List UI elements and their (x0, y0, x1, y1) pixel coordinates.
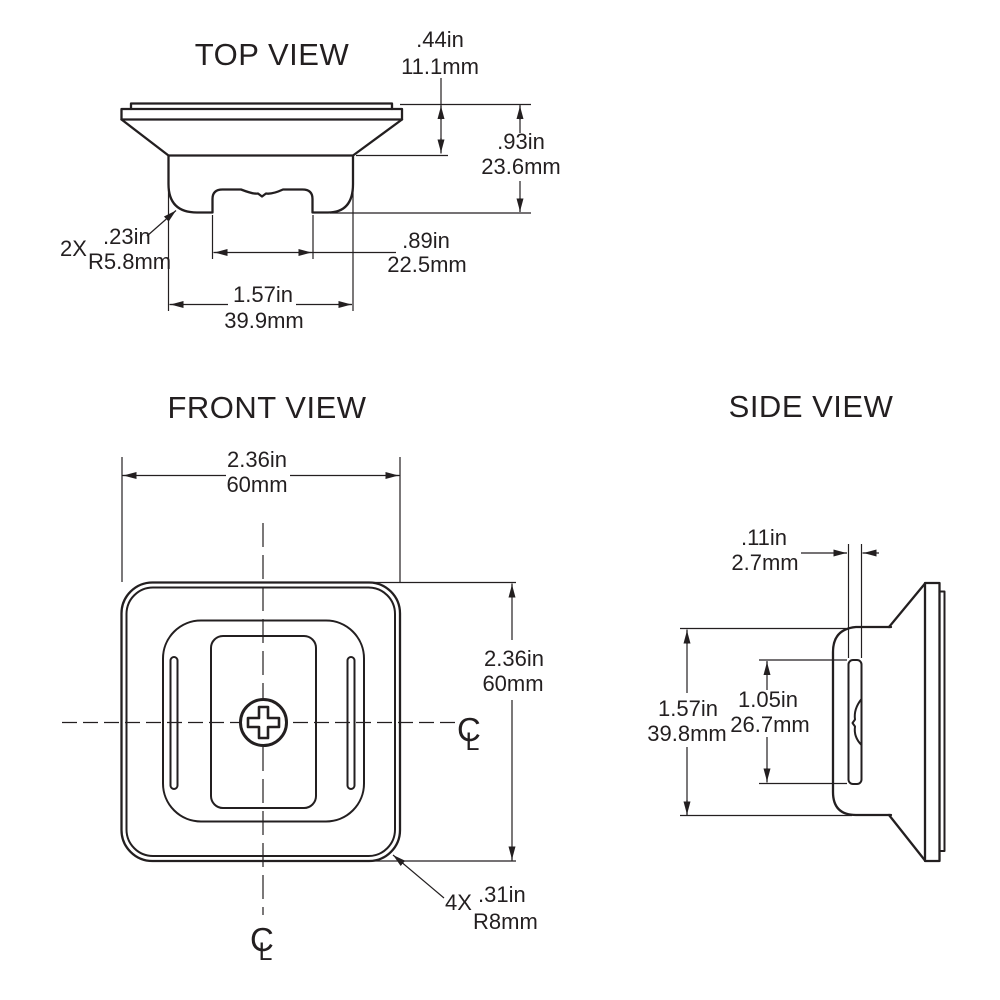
dim-width-mm: 60mm (226, 472, 287, 497)
centerline-symbol-c: C (457, 711, 481, 748)
callout-corner-qty: 2X (60, 236, 87, 261)
dim-width-in: 2.36in (227, 447, 287, 472)
callout-corner-mm: R5.8mm (88, 249, 171, 274)
centerline-symbol-right: C L (457, 711, 481, 756)
front-view-outer-inner-edge (125, 586, 396, 857)
side-view-bottom-taper (887, 813, 927, 862)
front-view-outer-outline (120, 581, 402, 863)
side-view-plate-edge-outline (938, 590, 946, 852)
dim-height-in: 2.36in (484, 646, 544, 671)
dim-notch-width-in: .89in (402, 228, 450, 253)
dim-overall-height-mm: 23.6mm (481, 154, 560, 179)
front-view: FRONT VIEW 2.36in 60mm 2.36in 60mm (62, 390, 544, 966)
centerline-symbol-bottom: C L (250, 921, 274, 966)
side-view-face-plate-outline (923, 581, 941, 863)
top-view-body-outline (167, 154, 355, 214)
side-view-top-taper (887, 582, 927, 629)
front-view-right-slot (346, 656, 356, 790)
top-view-cap-band-outline (120, 107, 404, 121)
side-view-title: SIDE VIEW (729, 389, 894, 424)
dim-height-mm: 60mm (482, 671, 543, 696)
phillips-screw-cross (246, 705, 281, 740)
dim-body-width-mm: 39.9mm (224, 308, 303, 333)
front-view-inner-square (162, 619, 365, 823)
side-view-slot-outline (847, 659, 863, 785)
dim-overall-height-in: .93in (497, 129, 545, 154)
callout-corner-mm: R8mm (473, 909, 538, 934)
centerline-symbol-l: L (466, 728, 480, 756)
side-view-detent-arc (851, 698, 863, 746)
side-view: SIDE VIEW .11in 2.7mm 1.57in 39.8mm (647, 389, 946, 863)
dim-cap-thickness-in: .44in (416, 27, 464, 52)
dim-body-width-in: 1.57in (233, 282, 293, 307)
leader-line (392, 854, 445, 899)
centerline-symbol-l: L (259, 938, 273, 966)
dim-notch-width-mm: 22.5mm (387, 252, 466, 277)
dim-slot-width-in: .11in (741, 525, 787, 550)
top-view-title: TOP VIEW (195, 37, 350, 72)
leader-line (146, 210, 177, 237)
dim-body-height-mm: 39.8mm (647, 721, 726, 746)
dim-body-height-in: 1.57in (658, 696, 718, 721)
callout-corner-qty: 4X (445, 890, 472, 915)
callout-corner-in: .31in (478, 882, 526, 907)
side-view-body-outline (831, 625, 893, 817)
top-view-flange-taper-outline (120, 118, 404, 157)
top-view-cap-strip-outline (129, 102, 394, 111)
dim-slot-height-mm: 26.7mm (730, 712, 809, 737)
dim-slot-width-mm: 2.7mm (731, 550, 798, 575)
top-view: TOP VIEW .44in 11.1mm .93in 23.6mm .89in (60, 27, 561, 333)
dim-cap-thickness-mm: 11.1mm (401, 54, 479, 79)
front-view-title: FRONT VIEW (167, 390, 366, 425)
centerline-symbol-c: C (250, 921, 274, 958)
callout-corner-in: .23in (103, 224, 151, 249)
front-view-center-pad (210, 635, 317, 809)
front-view-left-slot (169, 656, 179, 790)
dim-slot-height-in: 1.05in (738, 687, 798, 712)
